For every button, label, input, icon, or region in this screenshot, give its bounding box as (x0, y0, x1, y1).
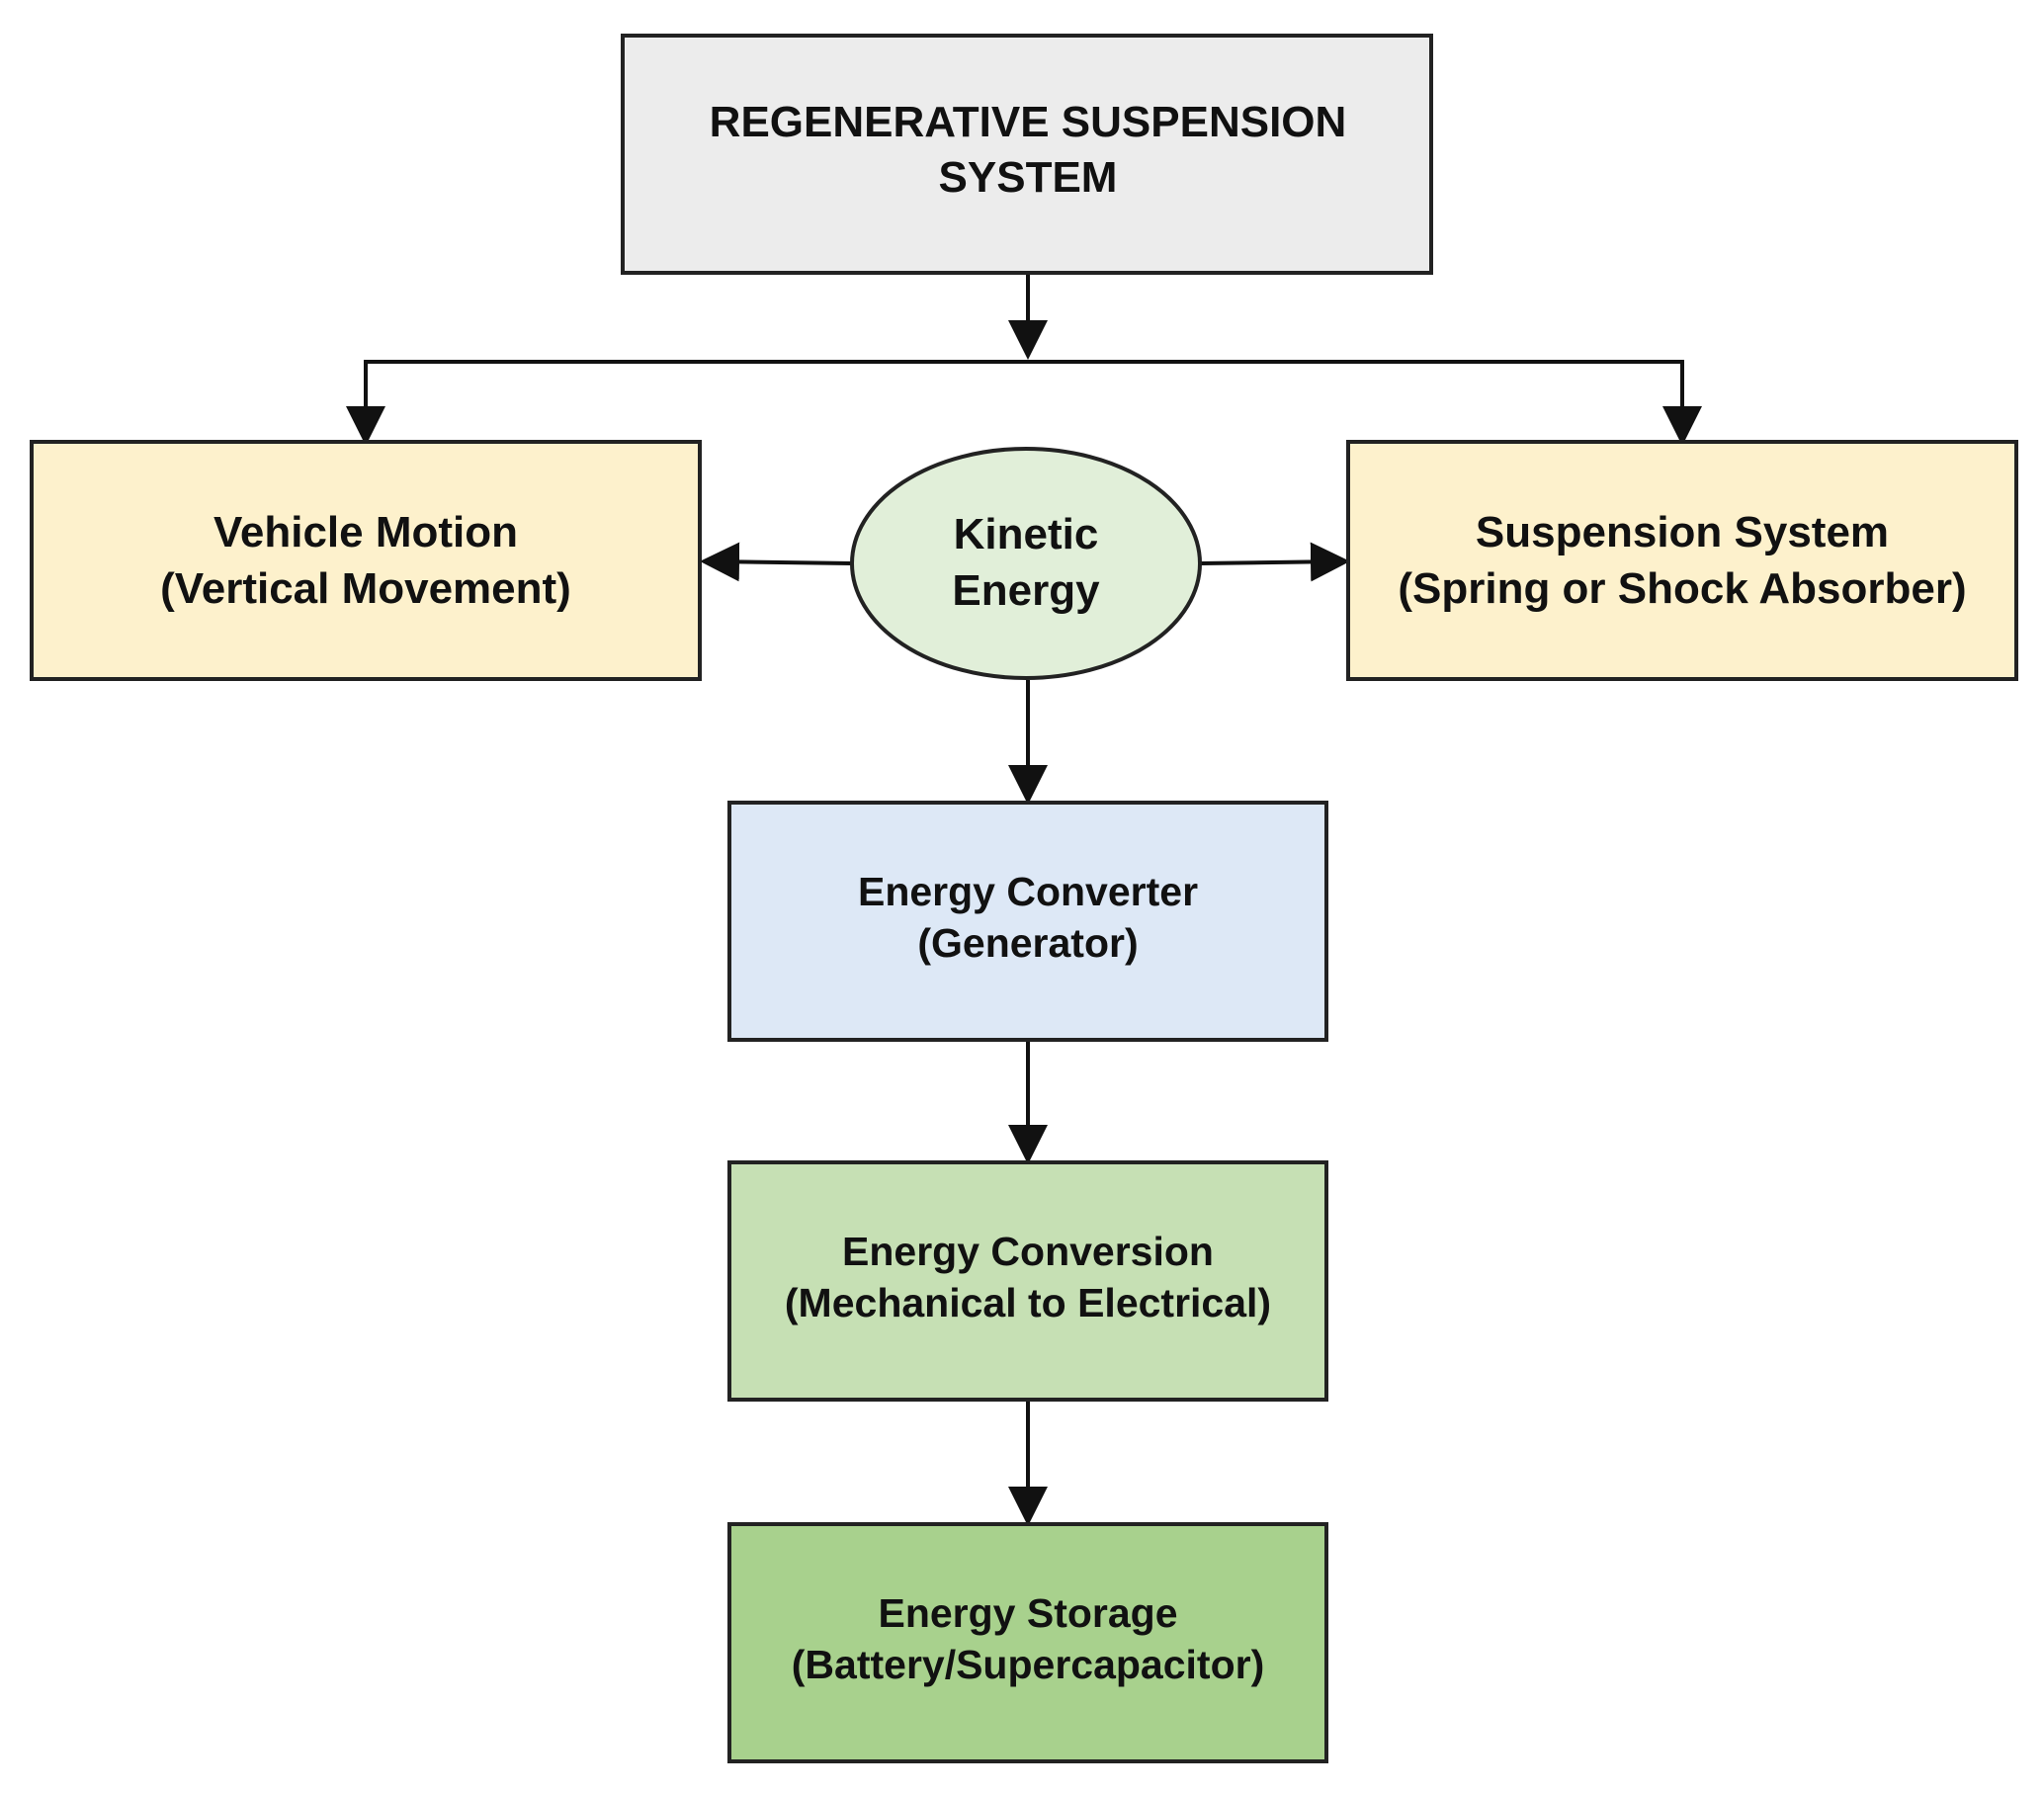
kinetic-energy-ellipse (850, 447, 1202, 680)
energy-converter-line1: Energy Converter (858, 869, 1198, 914)
title-line2: SYSTEM (939, 153, 1118, 202)
node-kinetic-energy: Kinetic Energy (850, 447, 1202, 680)
arrow-kinetic-to-vehicle-motion (700, 542, 853, 582)
suspension-system-box (1346, 440, 2018, 681)
node-vehicle-motion: Vehicle Motion (Vertical Movement) (30, 440, 702, 681)
energy-converter-box (727, 801, 1328, 1042)
suspension-system-line2: (Spring or Shock Absorber) (1398, 564, 1966, 613)
vehicle-motion-line1: Vehicle Motion (213, 508, 518, 556)
node-title: REGENERATIVE SUSPENSION SYSTEM (621, 34, 1433, 275)
vehicle-motion-line2: (Vertical Movement) (160, 564, 571, 613)
title-box (621, 34, 1433, 275)
suspension-system-line1: Suspension System (1476, 508, 1889, 556)
node-energy-converter: Energy Converter (Generator) (727, 801, 1328, 1042)
energy-storage-line1: Energy Storage (878, 1590, 1177, 1636)
energy-conversion-box (727, 1160, 1328, 1402)
arrow-kinetic-to-suspension (1199, 542, 1350, 582)
node-suspension-system: Suspension System (Spring or Shock Absor… (1346, 440, 2018, 681)
title-line1: REGENERATIVE SUSPENSION (710, 98, 1347, 146)
energy-conversion-line1: Energy Conversion (842, 1229, 1214, 1274)
energy-converter-line2: (Generator) (917, 920, 1138, 966)
energy-storage-box (727, 1522, 1328, 1763)
node-energy-conversion: Energy Conversion (Mechanical to Electri… (727, 1160, 1328, 1402)
kinetic-energy-line1: Kinetic (954, 510, 1099, 558)
branch-line (364, 360, 1702, 446)
energy-conversion-line2: (Mechanical to Electrical) (785, 1280, 1271, 1325)
kinetic-energy-line2: Energy (952, 566, 1100, 615)
node-energy-storage: Energy Storage (Battery/Supercapacitor) (727, 1522, 1328, 1763)
connectors (346, 273, 1702, 1526)
energy-storage-line2: (Battery/Supercapacitor) (792, 1642, 1264, 1687)
vehicle-motion-box (30, 440, 702, 681)
